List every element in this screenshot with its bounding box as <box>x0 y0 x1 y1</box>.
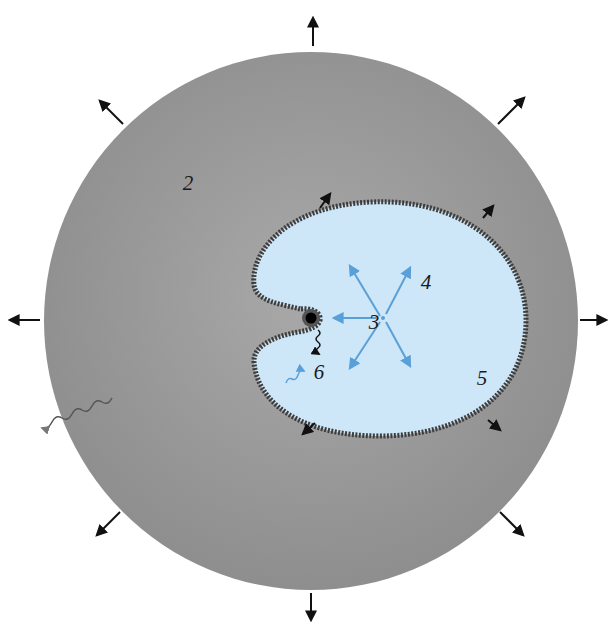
wavy-arrow <box>286 371 304 384</box>
blue-arrows <box>334 266 410 368</box>
cavity-arrows <box>303 194 500 434</box>
outer-arrows <box>10 18 606 620</box>
callout-number: 4 <box>421 272 432 293</box>
callout-number: 5 <box>477 368 488 389</box>
outer-sphere <box>44 52 578 590</box>
wavy-arrow <box>316 330 320 354</box>
callout-number: 6 <box>314 362 325 383</box>
compact-core <box>302 309 320 327</box>
callout-number: 2 <box>183 173 194 194</box>
wavy-arrow <box>42 398 112 428</box>
callout-number: 3 <box>369 312 380 333</box>
cavity <box>254 202 526 436</box>
